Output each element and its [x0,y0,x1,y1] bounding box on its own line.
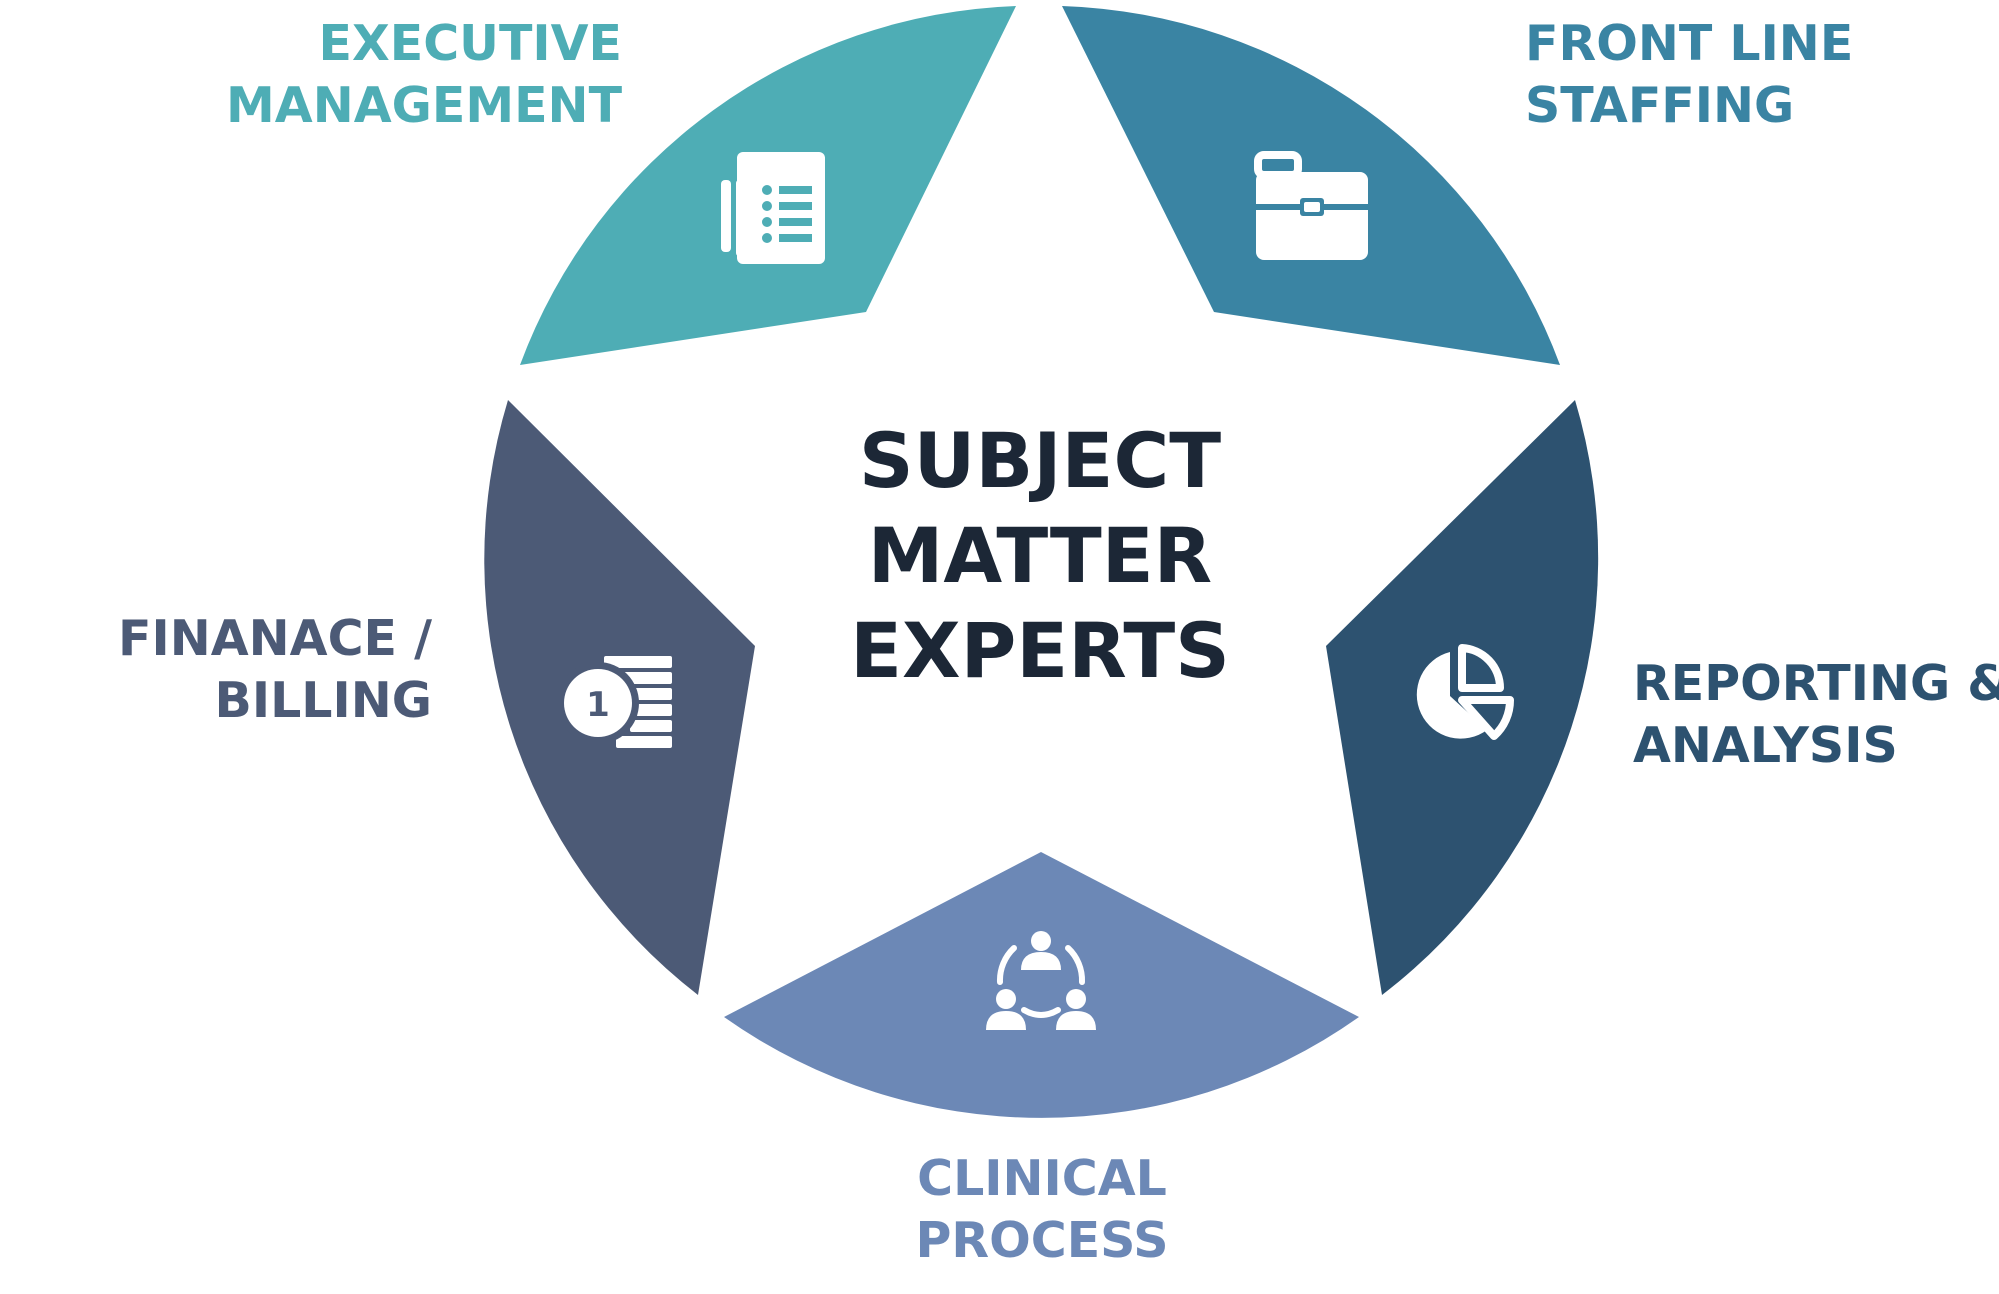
label-reporting-analysis-line-2: ANALYSIS [1633,717,1898,774]
label-executive-management-line-2: MANAGEMENT [226,77,623,134]
segment-front-line-staffing [1062,6,1560,365]
label-executive-management-line-1: EXECUTIVE [318,15,622,72]
label-front-line-staffing-line-2: STAFFING [1525,77,1794,134]
center-title-line-3: EXPERTS [850,606,1230,695]
center-title: SUBJECT MATTER EXPERTS [850,416,1230,695]
segment-executive-management [520,6,1016,365]
center-title-line-2: MATTER [868,511,1212,600]
segment-finance-billing: 1 [484,400,755,995]
document-list-icon [721,152,825,264]
label-finance-billing-line-2: BILLING [215,672,433,729]
segment-clinical-process-shape [724,852,1359,1118]
label-reporting-analysis: REPORTING & ANALYSIS [1633,655,1999,774]
label-finance-billing-line-1: FINANACE / [118,610,432,667]
label-clinical-process: CLINICAL PROCESS [915,1150,1168,1269]
pie-chart-icon [1416,644,1515,740]
label-front-line-staffing: FRONT LINE STAFFING [1525,15,1853,134]
coin-stack-icon: 1 [557,656,672,748]
segment-clinical-process [724,852,1359,1118]
coin-number-text: 1 [586,685,610,725]
team-meeting-icon [986,931,1096,1030]
label-clinical-process-line-1: CLINICAL [917,1150,1167,1207]
label-executive-management: EXECUTIVE MANAGEMENT [226,15,623,134]
briefcase-icon [1254,151,1368,260]
label-reporting-analysis-line-1: REPORTING & [1633,655,1999,712]
center-title-line-1: SUBJECT [859,416,1221,505]
label-finance-billing: FINANACE / BILLING [118,610,432,729]
label-clinical-process-line-2: PROCESS [915,1212,1168,1269]
label-front-line-staffing-line-1: FRONT LINE [1525,15,1853,72]
segment-reporting-analysis [1326,400,1599,995]
